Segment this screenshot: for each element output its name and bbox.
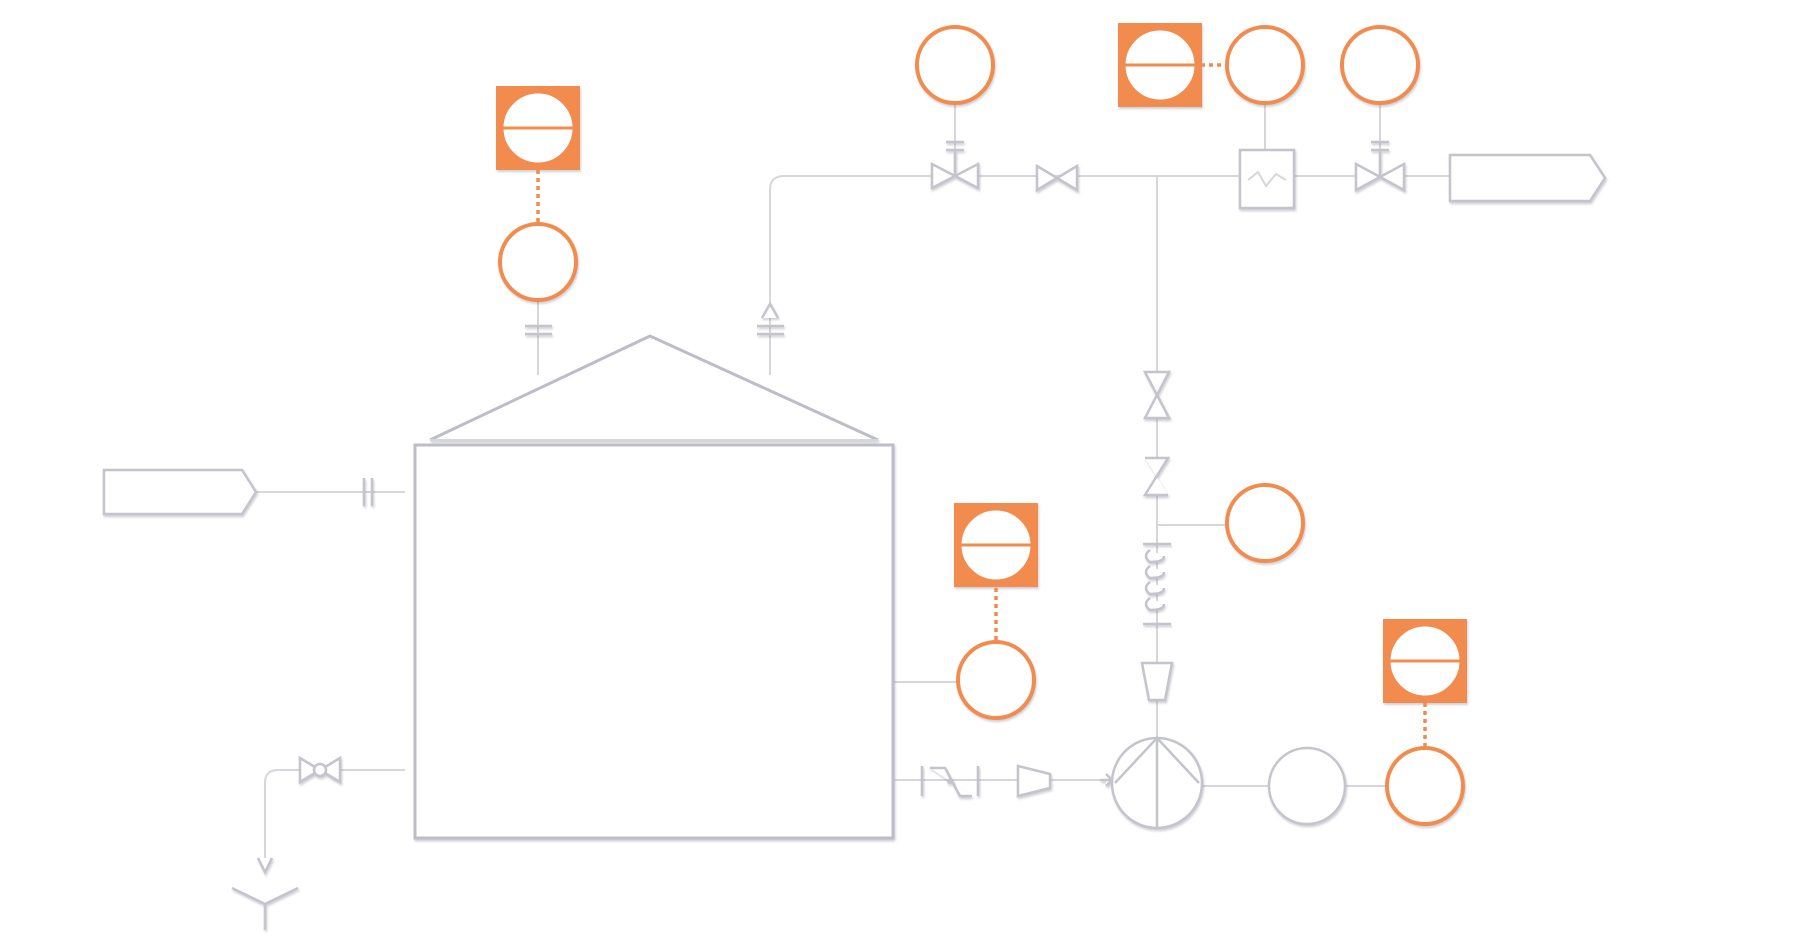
instrument-bubble[interactable]	[1340, 25, 1420, 105]
tank-shell	[413, 443, 895, 840]
instrument-bubble[interactable]	[1225, 25, 1305, 105]
storage-tank[interactable]	[413, 334, 895, 840]
vent-flange	[757, 301, 784, 336]
outlet-stream-connector[interactable]	[1448, 153, 1607, 203]
vent-line	[769, 175, 935, 375]
instrument-bubble[interactable]	[1225, 483, 1305, 563]
control-panel-symbol[interactable]	[954, 503, 1038, 587]
drain-valve[interactable]	[298, 755, 342, 785]
suction-gate-valve[interactable]	[1142, 370, 1172, 420]
control-panel-symbol[interactable]	[496, 86, 580, 170]
tank-outlet-reducer[interactable]	[1016, 764, 1052, 798]
in-line-strainer[interactable]	[1140, 661, 1174, 702]
flexible-hose[interactable]	[1143, 542, 1171, 626]
control-panel-symbol[interactable]	[1118, 23, 1202, 107]
instrument-bubble[interactable]	[1385, 746, 1465, 826]
drain-funnel	[231, 857, 299, 930]
control-panel-symbol[interactable]	[1383, 619, 1467, 703]
outlet-control-valve[interactable]	[1354, 140, 1406, 193]
centrifugal-pump[interactable]	[1100, 736, 1204, 830]
instrument-bubble[interactable]	[498, 222, 578, 302]
header-gate-valve[interactable]	[1035, 163, 1079, 193]
inlet-stream-connector[interactable]	[102, 468, 258, 516]
flow-meter[interactable]	[1238, 148, 1296, 210]
drain-line	[264, 769, 405, 870]
instrument-bubble[interactable]	[915, 25, 995, 105]
pump-motor[interactable]	[1267, 746, 1347, 826]
tank-outlet-check-valve[interactable]	[920, 766, 980, 798]
control-valve[interactable]	[930, 140, 980, 191]
roof-flange	[525, 324, 552, 336]
suction-check-valve[interactable]	[1142, 456, 1171, 497]
tank-roof	[429, 334, 879, 442]
inlet-flange	[362, 478, 374, 506]
instrument-bubble[interactable]	[956, 640, 1036, 720]
